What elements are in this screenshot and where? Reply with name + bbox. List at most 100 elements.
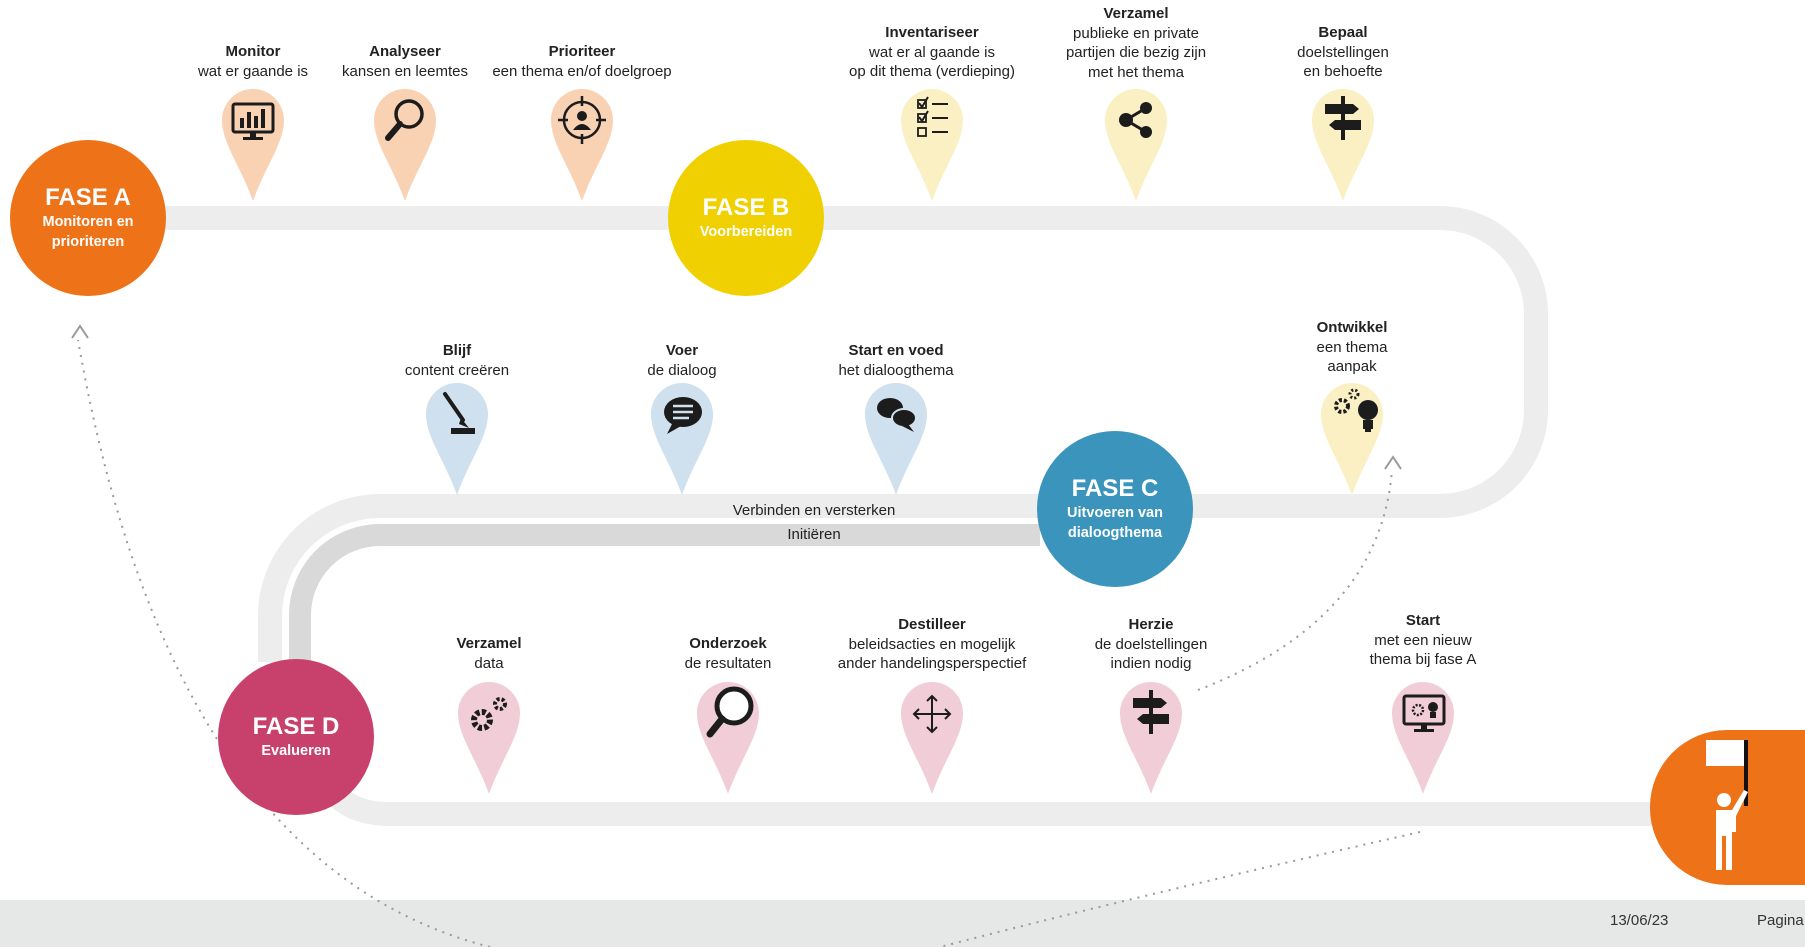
- step-desc: beleidsacties en mogelijk: [848, 635, 1016, 653]
- phase-d-circle: FASE D Evalueren: [218, 659, 374, 815]
- step-verzamel-partijen: Verzamel publieke en private partijen di…: [1066, 4, 1206, 82]
- step-desc: partijen die bezig zijn: [1065, 44, 1207, 61]
- magnifier-icon: [706, 686, 754, 738]
- speech-bubble-icon: [664, 397, 702, 434]
- step-desc: op dit thema (verdieping): [849, 63, 1015, 80]
- map-pin-verzamel-partijen: [1105, 89, 1167, 201]
- step-onderzoek: Onderzoek de resultaten: [685, 634, 772, 673]
- phase-b-title: FASE B: [702, 194, 790, 221]
- step-title: Prioriteer: [548, 43, 616, 60]
- step-title: Inventariseer: [885, 24, 979, 41]
- step-verzamel-data: Verzamel data: [456, 634, 521, 673]
- footer-page: Pagina: [1757, 912, 1804, 929]
- step-herzie: Herzie de doelstellingen indien nodig: [1095, 615, 1208, 674]
- step-title: Ontwikkel: [1316, 319, 1388, 336]
- track-inner: [289, 524, 1040, 662]
- step-title: Bepaal: [1318, 24, 1368, 41]
- step-prioriteer: Prioriteer een thema en/of doelgroep: [492, 42, 671, 81]
- track-label-verbinden: Verbinden en versterken: [732, 502, 896, 519]
- track-label-initieren: Initiëren: [787, 526, 841, 543]
- phase-b-circle: FASE B Voorbereiden: [668, 140, 824, 296]
- step-title: Monitor: [225, 43, 281, 60]
- phase-d-subtitle: Evalueren: [261, 743, 331, 759]
- step-title: Herzie: [1128, 616, 1174, 633]
- step-desc: data: [474, 654, 504, 672]
- step-start-voed: Start en voed het dialoogthema: [838, 341, 953, 380]
- track-outer: [258, 494, 1040, 662]
- phase-a-title: FASE A: [45, 184, 131, 211]
- step-title: Verzamel: [1103, 5, 1169, 22]
- share-network-icon: [1119, 102, 1152, 138]
- magnifier-icon: [385, 99, 424, 141]
- step-ontwikkel: Ontwikkel een thema aanpak: [1317, 318, 1388, 377]
- pen-icon: [443, 392, 475, 434]
- step-analyseer: Analyseer kansen en leemtes: [342, 42, 468, 81]
- map-pin-verzamel-data: [458, 682, 520, 794]
- step-desc: de resultaten: [684, 654, 772, 672]
- signpost-icon: [1133, 690, 1169, 734]
- step-title: Start: [1405, 612, 1441, 629]
- map-pin-ontwikkel: [1321, 383, 1383, 495]
- loop-arrow-c-head: [1384, 455, 1402, 470]
- step-voer: Voer de dialoog: [647, 341, 716, 380]
- phase-c-title: FASE C: [1071, 475, 1159, 502]
- footer-bar: [0, 900, 1805, 947]
- step-desc: met het thema: [1088, 63, 1184, 81]
- loop-arrow-c: [1197, 469, 1393, 691]
- step-desc: indien nodig: [1110, 655, 1192, 672]
- step-bepaal: Bepaal doelstellingen en behoefte: [1297, 23, 1389, 82]
- gears-bulb-icon: [1334, 388, 1378, 432]
- phase-c-circle: FASE C Uitvoeren van dialoogthema: [1037, 431, 1193, 587]
- step-desc: ander handelingsperspectief: [837, 655, 1027, 672]
- target-person-icon: [558, 96, 606, 144]
- step-desc: wat er al gaande is: [869, 43, 995, 61]
- step-title: Verzamel: [456, 635, 522, 652]
- step-desc: de doelstellingen: [1094, 635, 1208, 653]
- step-monitor: Monitor wat er gaande is: [198, 42, 308, 81]
- map-pin-inventariseer: [901, 89, 963, 201]
- map-pin-blijf: [426, 383, 488, 495]
- step-desc: doelstellingen: [1297, 43, 1389, 61]
- step-desc: de dialoog: [647, 361, 717, 379]
- loop-arrow-a-head: [71, 324, 89, 339]
- step-desc: en behoefte: [1303, 63, 1383, 80]
- checklist-icon: [917, 96, 948, 137]
- map-pin-analyseer: [374, 89, 436, 201]
- step-desc: publieke en private: [1073, 24, 1199, 42]
- step-blijf: Blijf content creëren: [405, 341, 509, 380]
- step-desc: thema bij fase A: [1369, 651, 1477, 668]
- footer-date: 13/06/23: [1610, 912, 1669, 929]
- step-desc: wat er gaande is: [197, 62, 309, 80]
- step-title: Blijf: [442, 342, 472, 359]
- loop-arrow-start: [939, 831, 1421, 947]
- loop-arrow-a: [77, 339, 491, 947]
- signpost-icon: [1325, 96, 1361, 140]
- step-desc: met een nieuw: [1374, 631, 1472, 649]
- step-desc: aanpak: [1327, 358, 1377, 375]
- step-inventariseer: Inventariseer wat er al gaande is op dit…: [849, 23, 1015, 82]
- step-desc: content creëren: [404, 361, 510, 379]
- finish-circle: [1650, 730, 1805, 885]
- move-arrows-icon: [912, 694, 952, 734]
- step-title: Onderzoek: [689, 635, 767, 652]
- monitor-chart-icon: [231, 102, 275, 140]
- step-desc: het dialoogthema: [838, 361, 954, 379]
- step-title: Start en voed: [848, 342, 944, 359]
- monitor-idea-icon: [1402, 694, 1446, 732]
- phase-b-subtitle: Voorbereiden: [699, 224, 793, 240]
- track-top: [150, 206, 1548, 518]
- phase-c-subtitle: Uitvoeren van dialoogthema: [1067, 505, 1163, 541]
- phase-a-circle: FASE A Monitoren en prioriteren: [10, 140, 166, 296]
- step-title: Analyseer: [369, 43, 441, 60]
- step-destilleer: Destilleer beleidsacties en mogelijk and…: [838, 615, 1026, 674]
- step-title: Voer: [665, 342, 699, 359]
- track-bottom: [308, 757, 1660, 826]
- map-pin-monitor: [222, 89, 284, 201]
- step-desc: kansen en leemtes: [342, 62, 468, 80]
- step-start-nieuw: Start met een nieuw thema bij fase A: [1370, 611, 1477, 670]
- gears-icon: [471, 697, 507, 731]
- step-title: Destilleer: [898, 616, 966, 633]
- phase-d-title: FASE D: [252, 713, 340, 740]
- phase-a-subtitle: Monitoren en prioriteren: [42, 214, 134, 250]
